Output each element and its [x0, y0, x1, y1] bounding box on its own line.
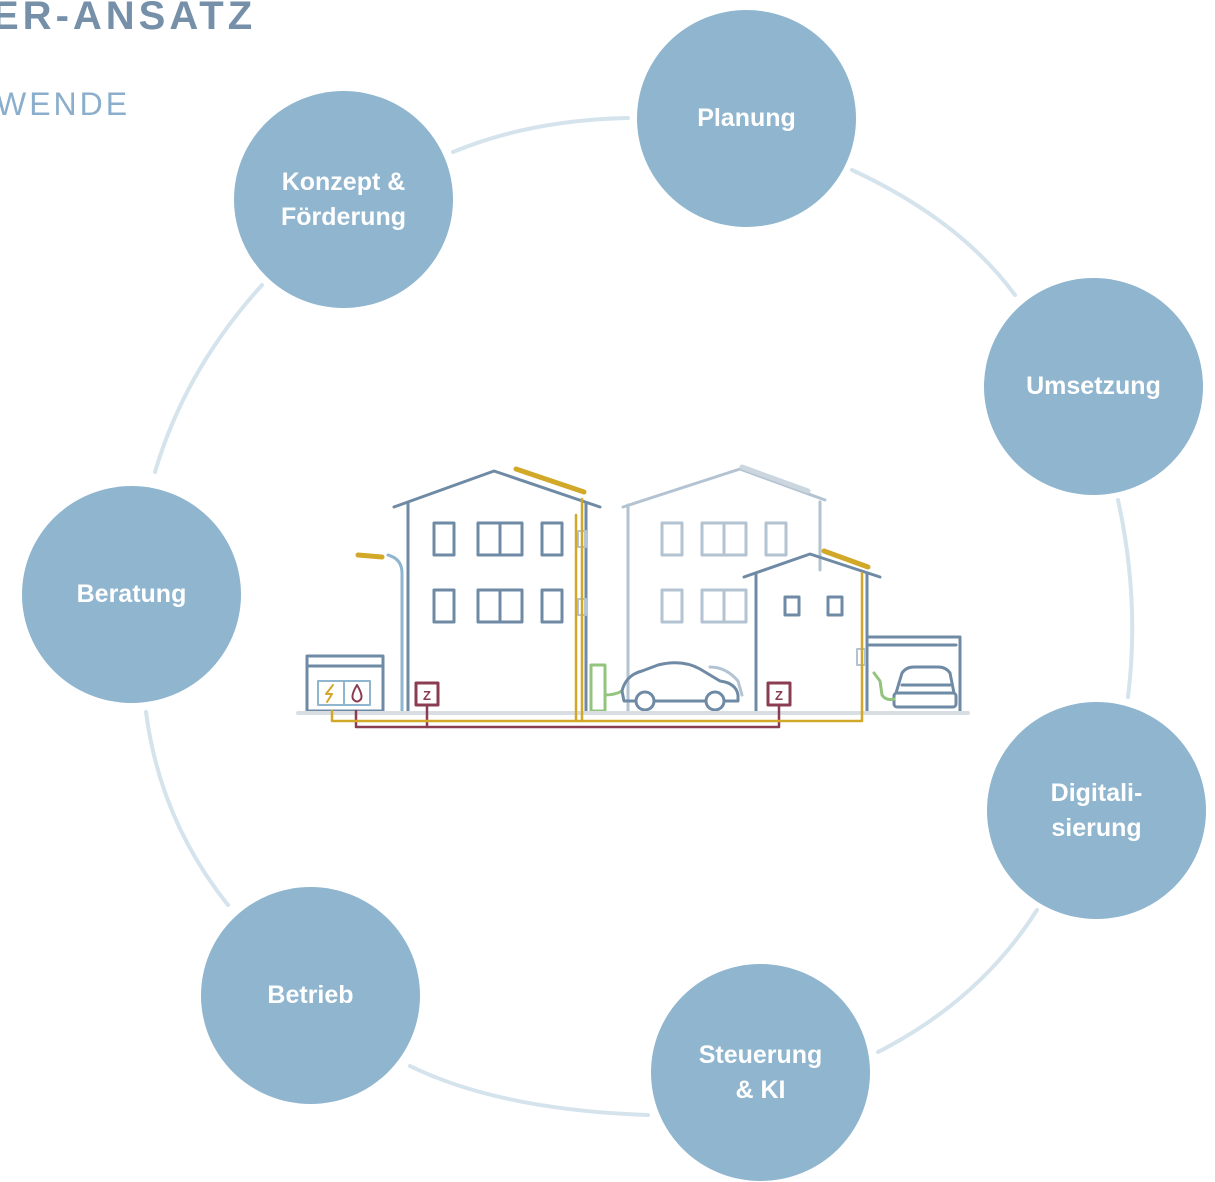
solar-panel	[821, 548, 871, 570]
heat-meter-label: Z	[775, 688, 783, 703]
cycle-node-betrieb[interactable]: Betrieb	[201, 887, 420, 1104]
ring-arc	[451, 116, 630, 154]
cycle-node-label: Konzept & Förderung	[281, 167, 406, 231]
ring-arc	[153, 283, 264, 474]
solar-panel	[513, 466, 587, 495]
ring-arc	[408, 1064, 650, 1117]
parked-car	[892, 665, 958, 709]
street-lamp-light	[355, 552, 385, 560]
ring-arc	[144, 710, 230, 907]
cycle-node-label: Steuerung & KI	[698, 1040, 823, 1104]
car-charger-cable	[872, 671, 896, 701]
cycle-node-label: Planung	[697, 104, 796, 132]
carport	[865, 635, 962, 713]
neighborhood-illustration: Z Z	[296, 464, 970, 729]
drop-icon	[351, 684, 363, 703]
cycle-node-steuerung[interactable]: Steuerung & KI	[651, 964, 870, 1181]
cycle-node-label: Beratung	[76, 580, 187, 608]
power-network-line	[330, 705, 864, 723]
cycle-node-label: Umsetzung	[1026, 372, 1161, 400]
cycle-node-konzept[interactable]: Konzept & Förderung	[234, 91, 453, 308]
utility-box	[305, 654, 385, 713]
street-lamp	[386, 553, 404, 713]
electric-car	[620, 661, 740, 712]
page-subtitle: WENDE	[0, 86, 131, 122]
faded-house	[621, 467, 827, 713]
cycle-node-beratung[interactable]: Beratung	[22, 486, 241, 703]
faded-solar-panel	[739, 464, 811, 494]
heat-network-line	[354, 703, 781, 729]
cycle-node-label: Digitali- sierung	[1050, 778, 1143, 842]
car-silhouette	[708, 665, 744, 697]
lightning-icon	[325, 684, 334, 703]
heat-meter-label: Z	[423, 688, 431, 703]
cycle-node-label: Betrieb	[267, 981, 354, 1009]
ev-charger	[589, 663, 624, 713]
cycle-node-umsetzung[interactable]: Umsetzung	[984, 278, 1203, 495]
ring-arc	[850, 168, 1017, 297]
ring-arc	[876, 908, 1039, 1054]
page-title: ER-ANSATZ	[0, 0, 257, 38]
cycle-node-planung[interactable]: Planung	[637, 10, 856, 227]
main-house	[392, 469, 602, 713]
ring-arc	[1116, 498, 1135, 699]
small-house	[742, 552, 882, 713]
cycle-node-digitalisierung[interactable]: Digitali- sierung	[987, 702, 1206, 919]
